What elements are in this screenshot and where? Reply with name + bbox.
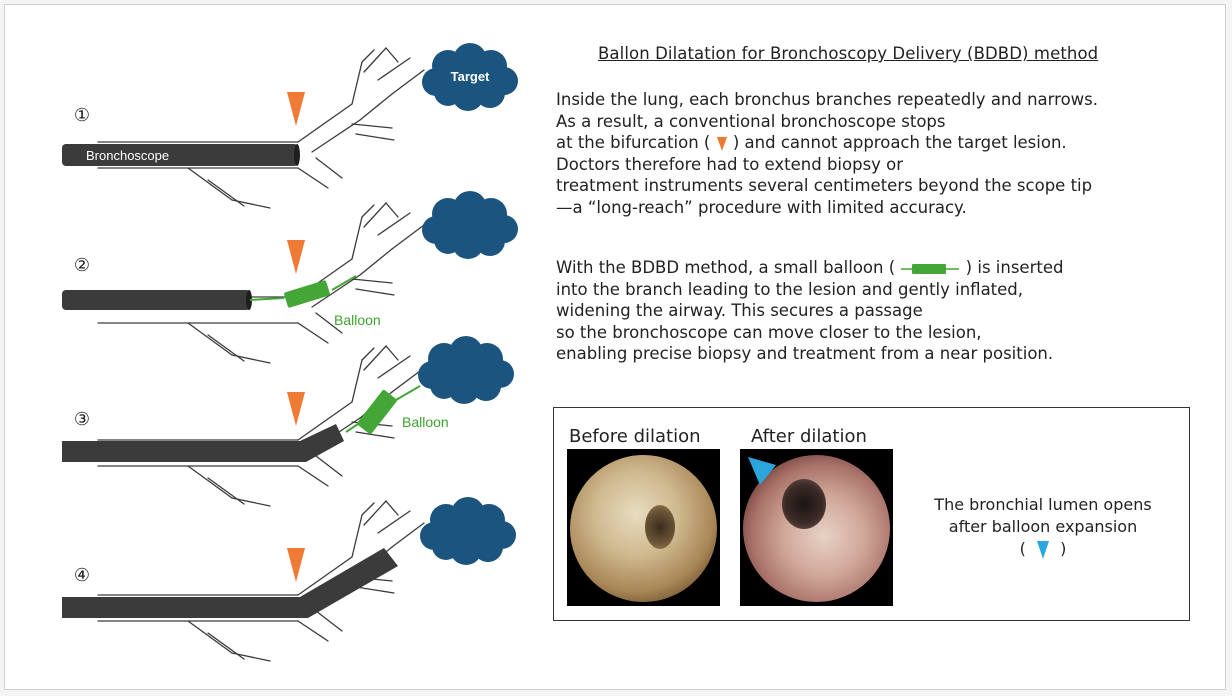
lumen-marker — [748, 457, 776, 485]
bifurcation-marker-4 — [287, 548, 305, 582]
bronchoscope-label: Bronchoscope — [86, 148, 169, 163]
panel-3 — [62, 336, 514, 507]
panel-2 — [62, 191, 518, 364]
intro-line-5: treatment instruments several centimeter… — [556, 176, 1093, 195]
bifurcation-marker-2 — [287, 240, 305, 274]
after-dilation-label: After dilation — [751, 426, 867, 447]
bifurcation-marker-icon — [716, 136, 727, 151]
caption-marker-line: ( ) — [918, 538, 1168, 560]
balloon-label-2: Balloon — [334, 312, 381, 328]
intro-line-6: —a “long-reach” procedure with limited a… — [556, 197, 967, 217]
bronchoscope-tip-1 — [294, 144, 300, 166]
bronchoscope-tip-2 — [246, 290, 252, 310]
bifurcation-marker-1 — [287, 92, 305, 126]
bronchoscope-shaft-2 — [62, 290, 250, 310]
bronchoscope-shaft-1 — [62, 144, 298, 166]
method-line-4: so the bronchoscope can move closer to t… — [556, 322, 982, 342]
method-line-3: widening the airway. This secures a pass… — [556, 301, 923, 320]
bronchoscope-shaft-3 — [62, 424, 344, 462]
step-number-1: ① — [74, 105, 90, 126]
intro-line-3: at the bifurcation ( ) and cannot approa… — [556, 132, 1098, 154]
intro-line-3-end: ) and cannot approach the target lesion. — [732, 133, 1067, 152]
intro-line-2: As a result, a conventional bronchoscope… — [556, 111, 946, 131]
after-dilation-photo — [740, 449, 893, 606]
step-number-2: ② — [74, 255, 90, 276]
balloon-label-3: Balloon — [402, 414, 449, 430]
intro-line-3-start: at the bifurcation ( — [556, 133, 711, 152]
intro-paragraph: Inside the lung, each bronchus branches … — [556, 89, 1098, 218]
airway-branches-1 — [97, 47, 425, 209]
bifurcation-marker-3 — [287, 392, 305, 426]
balloon-catheter-3 — [345, 385, 421, 433]
target-lesion-cloud-3 — [418, 336, 514, 404]
panel-4 — [62, 497, 516, 662]
method-line-2: into the branch leading to the lesion an… — [556, 279, 1024, 299]
method-line-1-end: ) is inserted — [965, 258, 1064, 277]
method-line-1: With the BDBD method, a small balloon ( … — [556, 257, 1063, 279]
target-lesion-cloud-2 — [422, 191, 518, 259]
panel-1 — [62, 43, 518, 209]
bronchoscope-shaft-4 — [62, 548, 398, 618]
balloon-2 — [284, 280, 330, 308]
caption-open-paren: ( — [1019, 539, 1026, 558]
blue-marker-icon — [1037, 540, 1049, 559]
before-dilation-label: Before dilation — [569, 426, 701, 447]
intro-line-1: Inside the lung, each bronchus branches … — [556, 90, 1099, 109]
target-lesion-cloud-4 — [420, 497, 516, 565]
caption-close-paren: ) — [1060, 539, 1067, 558]
endoscopy-photo-panel: Before dilation After dilation The bronc… — [553, 407, 1190, 621]
method-paragraph: With the BDBD method, a small balloon ( … — [556, 257, 1063, 365]
figure-title: Ballon Dilatation for Bronchoscopy Deliv… — [598, 44, 1099, 63]
step-number-3: ③ — [74, 409, 90, 430]
balloon-icon — [901, 263, 960, 274]
target-label: Target — [451, 69, 490, 84]
method-line-5: enabling precise biopsy and treatment fr… — [556, 344, 1054, 363]
intro-line-4: Doctors therefore had to extend biopsy o… — [556, 154, 904, 174]
method-line-1-start: With the BDBD method, a small balloon ( — [556, 258, 896, 277]
airway-branches-4 — [97, 500, 425, 662]
balloon-catheter-2 — [249, 275, 357, 301]
lumen-caption: The bronchial lumen opens after balloon … — [918, 494, 1168, 560]
step-number-4: ④ — [74, 565, 90, 586]
balloon-3 — [357, 389, 397, 435]
caption-line-1: The bronchial lumen opens — [934, 495, 1152, 514]
caption-line-2: after balloon expansion — [948, 517, 1138, 536]
airway-branches-2 — [97, 202, 425, 364]
before-dilation-photo — [567, 449, 720, 606]
